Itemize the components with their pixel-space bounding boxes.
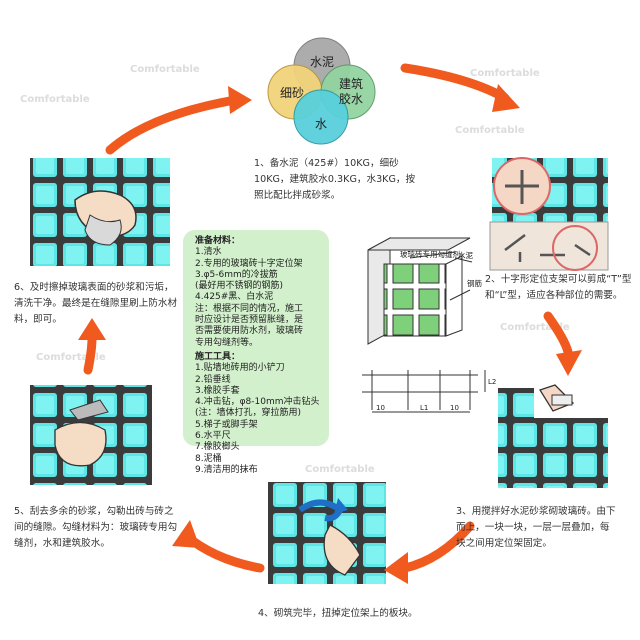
tools-item: 2.铅垂线 — [195, 374, 231, 385]
venn-cement-label: 水泥 — [310, 55, 334, 69]
materials-item: 4.425#黑、白水泥 — [195, 292, 274, 303]
venn-ingredients: 水泥 细砂 建筑 胶水 水 — [267, 37, 376, 145]
step2-caption: 2、十字形定位支架可以剪成“T”型 和“L”型，适应各种部位的需要。 — [485, 272, 635, 304]
step1-line-2: 10KG，建筑胶水0.3KG，水3KG，按 — [254, 174, 416, 185]
step5-line-3: 缝剂，水和建筑胶水。 — [14, 538, 110, 549]
step5-line-1: 5、刮去多余的砂浆，勾勒出砖与砖之 — [14, 506, 174, 517]
step3-caption: 3、用搅拌好水泥砂浆砌玻璃砖。由下 而上，一块一块，一层一层叠加，每 块之间用定… — [456, 504, 638, 552]
step3-line-2: 而上，一块一块，一层一层叠加，每 — [456, 522, 610, 533]
wall-cement-label: 水泥 — [458, 250, 473, 260]
step6-line-2: 清洗干净。最终是在缝隙里刷上防水材 — [14, 298, 178, 309]
materials-item: 否需要使用防水剂，玻璃砖 — [195, 326, 304, 337]
materials-item: (最好用不锈钢的钢筋) — [195, 281, 284, 292]
arrow-3-to-4 — [400, 521, 475, 573]
step3-illustration — [498, 384, 608, 488]
step3-line-3: 块之间用定位架固定。 — [456, 538, 552, 549]
step6-caption: 6、及时擦掉玻璃表面的砂浆和污垢， 清洗干净。最终是在缝隙里刷上防水材 料，即可… — [14, 280, 184, 328]
tools-item: (注：墙体打孔，穿拉筋用) — [195, 408, 302, 419]
arrow-5-to-6 — [83, 333, 97, 375]
venn-water-label: 水 — [315, 117, 327, 131]
dim-10a: 10 — [376, 404, 385, 412]
step2-line-1: 2、十字形定位支架可以剪成“T”型 — [485, 274, 632, 285]
tools-item: 5.梯子或脚手架 — [195, 419, 258, 430]
tools-item: 3.橡胶手套 — [195, 385, 240, 396]
step6-illustration — [30, 158, 170, 266]
step3-line-1: 3、用搅拌好水泥砂浆砌玻璃砖。由下 — [456, 506, 616, 517]
step1-line-1: 1、备水泥（425#）10KG，细砂 — [254, 158, 399, 169]
arrow-6-to-1 — [105, 95, 240, 155]
dim-l2: L2 — [488, 378, 496, 386]
tools-item: 7.橡胶榔头 — [195, 442, 240, 453]
step4-illustration — [268, 482, 386, 584]
svg-text:Comfortable: Comfortable — [470, 68, 540, 79]
tools-item: 9.清洁用的抹布 — [195, 464, 258, 475]
tools-item: 4.冲击钻，φ8-10mm冲击钻头 — [195, 397, 320, 408]
step1-caption: 1、备水泥（425#）10KG，细砂 10KG，建筑胶水0.3KG，水3KG，按… — [254, 156, 440, 204]
svg-text:Comfortable: Comfortable — [20, 94, 90, 105]
step2-line-2: 和“L”型，适应各种部位的需要。 — [485, 290, 623, 301]
wall-steel-label: 钢筋 — [467, 278, 482, 288]
materials-item: 3.φ5-6mm的冷拔筋 — [195, 269, 278, 280]
svg-text:Comfortable: Comfortable — [455, 125, 525, 136]
materials-item: 时应设计是否预留胀缝，是 — [195, 315, 304, 326]
dim-10b: 10 — [450, 404, 459, 412]
tools-item: 1.贴墙地砖用的小铲刀 — [195, 363, 285, 374]
step5-line-2: 间的缝隙。勾缝材料为：玻璃砖专用勾 — [14, 522, 178, 533]
wall-rebar-label: 玻璃砖专用勾缝剂 — [400, 249, 460, 259]
step6-line-1: 6、及时擦掉玻璃表面的砂浆和污垢， — [14, 282, 174, 293]
materials-item: 1.清水 — [195, 247, 222, 258]
tools-item: 8.泥桶 — [195, 453, 222, 464]
tools-title: 施工工具： — [195, 351, 241, 362]
step5-caption: 5、刮去多余的砂浆，勾勒出砖与砖之 间的缝隙。勾缝材料为：玻璃砖专用勾 缝剂，水… — [14, 504, 194, 552]
svg-text:Comfortable: Comfortable — [500, 322, 570, 333]
venn-glue-label-1: 建筑 — [339, 76, 363, 91]
materials-tools-panel: 准备材料： 1.清水 2.专用的玻璃砖十字定位架 3.φ5-6mm的冷拔筋 (最… — [183, 230, 329, 475]
step2-illustration — [489, 157, 609, 271]
svg-text:Comfortable: Comfortable — [36, 352, 106, 363]
arrow-heads — [78, 84, 582, 584]
materials-item: 2.专用的玻璃砖十字定位架 — [195, 258, 303, 269]
dim-l1: L1 — [420, 404, 428, 412]
arrow-2-to-3 — [543, 311, 573, 357]
step6-line-3: 料，即可。 — [14, 314, 62, 325]
wall-section-drawing: 玻璃砖专用勾缝剂 水泥 钢筋 — [367, 237, 482, 345]
svg-text:Comfortable: Comfortable — [130, 64, 200, 75]
step4-caption: 4、砌筑完毕，扭掉定位架上的板块。 — [258, 606, 458, 622]
materials-item: 专用勾缝剂等。 — [195, 337, 259, 348]
step4-line-1: 4、砌筑完毕，扭掉定位架上的板块。 — [258, 608, 418, 619]
materials-title: 准备材料： — [195, 236, 241, 246]
step5-illustration — [30, 385, 152, 485]
materials-item: 注：根据不同的情况，施工 — [195, 303, 304, 314]
tools-item: 6.水平尺 — [195, 431, 231, 442]
svg-text:Comfortable: Comfortable — [305, 464, 375, 475]
venn-glue-label-2: 胶水 — [339, 91, 363, 106]
dimension-sketch: L2 10 L1 10 — [362, 370, 496, 413]
venn-sand-label: 细砂 — [280, 86, 304, 100]
step1-line-3: 照比配比拌成砂浆。 — [254, 190, 341, 201]
